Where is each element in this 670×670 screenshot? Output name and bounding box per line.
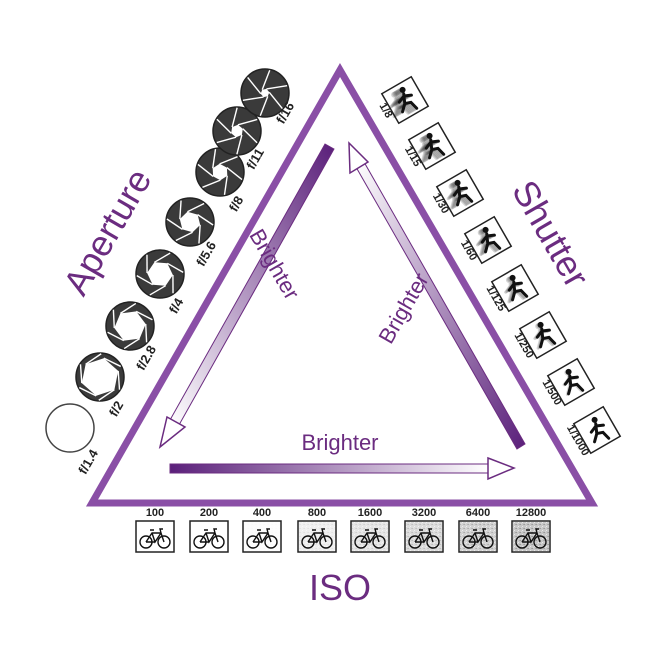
iso-icon xyxy=(297,520,337,553)
bottom-brighter-arrow xyxy=(169,456,517,481)
aperture-icon xyxy=(165,197,215,247)
shutter-icon xyxy=(380,75,430,125)
right-brighter-arrow xyxy=(348,141,526,450)
iso-icon xyxy=(404,520,444,553)
iso-label: 200 xyxy=(200,507,218,519)
iso-label: 100 xyxy=(146,507,164,519)
shutter-icon xyxy=(407,121,457,171)
iso-icon xyxy=(189,520,229,553)
left-brighter-arrow xyxy=(158,143,335,449)
iso-title: ISO xyxy=(309,567,371,608)
shutter-icon xyxy=(546,357,596,407)
iso-label: 12800 xyxy=(516,507,547,519)
aperture-icon xyxy=(135,249,185,299)
aperture-icon xyxy=(105,301,155,351)
aperture-label: f/2 xyxy=(106,398,127,419)
iso-icon xyxy=(242,520,282,553)
exposure-triangle xyxy=(85,63,599,507)
iso-icon xyxy=(135,520,175,553)
shutter-icon xyxy=(518,310,568,360)
right-arrow-label: Brighter xyxy=(373,269,433,348)
aperture-label: f/4 xyxy=(166,295,187,316)
iso-label: 400 xyxy=(253,507,271,519)
iso-icon xyxy=(511,520,551,553)
aperture-scale: f/1.4f/2f/2.8f/4f/5.6f/8f/11f/16 xyxy=(45,68,297,477)
iso-scale: 100 200 400 800 1600 3200 6400 12800 xyxy=(135,507,551,553)
iso-icon xyxy=(350,520,390,553)
shutter-icon xyxy=(572,405,622,455)
iso-label: 6400 xyxy=(466,507,490,519)
aperture-label: f/8 xyxy=(226,193,247,214)
iso-label: 3200 xyxy=(412,507,436,519)
aperture-icon xyxy=(75,352,125,402)
shutter-icon xyxy=(435,168,485,218)
bottom-arrow-label: Brighter xyxy=(301,430,378,455)
aperture-icon xyxy=(45,403,95,453)
aperture-icon xyxy=(240,68,290,118)
aperture-icon xyxy=(212,106,262,156)
iso-label: 1600 xyxy=(358,507,382,519)
shutter-icon xyxy=(463,215,513,265)
iso-label: 800 xyxy=(308,507,326,519)
shutter-icon xyxy=(490,263,540,313)
iso-icon xyxy=(458,520,498,553)
